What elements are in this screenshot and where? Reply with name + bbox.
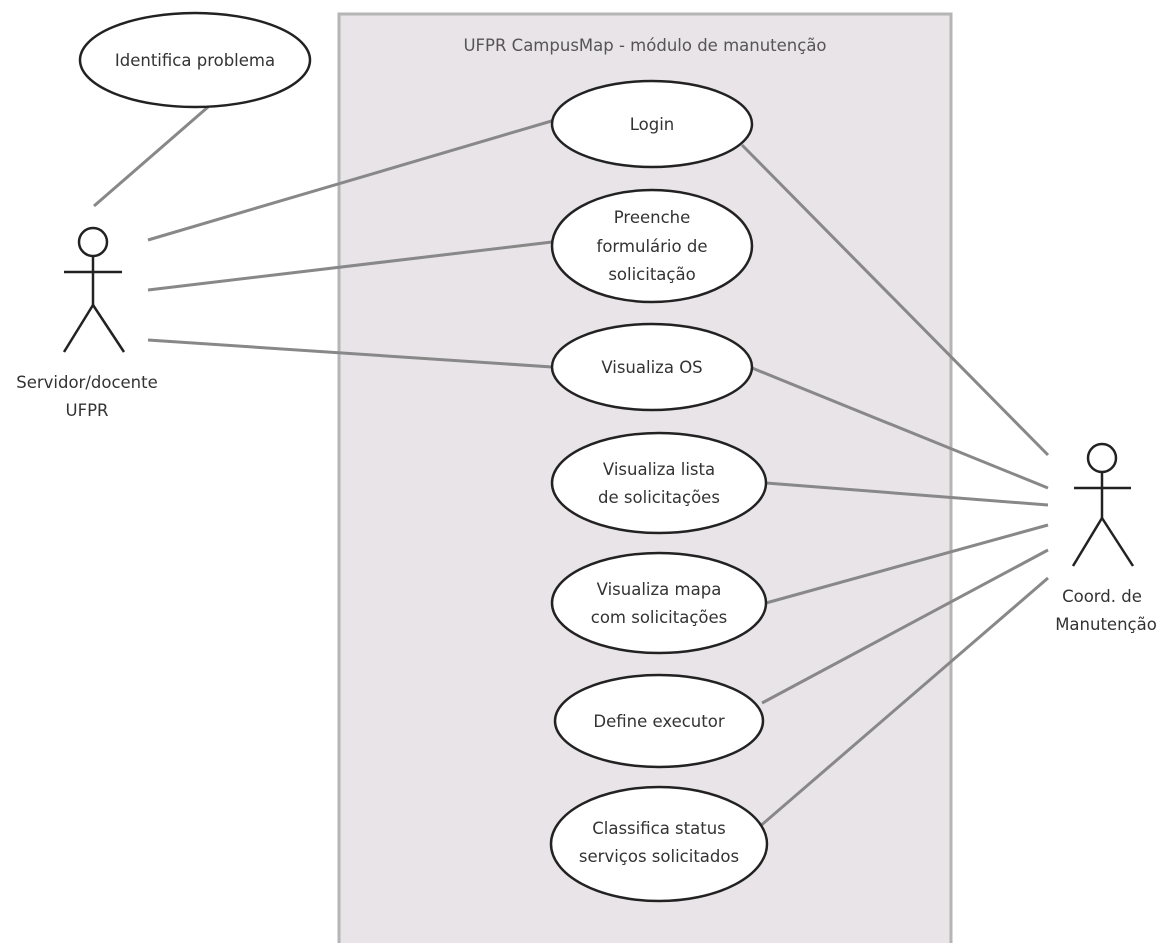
connector-servidor-visualiza-os [147, 338, 553, 369]
use-case-ellipse [550, 79, 754, 169]
connectors [93, 105, 1050, 830]
actor-coord-label-line1: Coord. de [1062, 587, 1142, 606]
use-case-label: Visualiza lista [603, 460, 715, 479]
use-case-visualiza-mapa: Visualiza mapa com solicitações [550, 551, 768, 655]
actor-head [77, 226, 109, 258]
use-case-preenche-formulario: Preenche formulário de solicitação [550, 188, 754, 304]
use-case-label: formulário de [597, 237, 708, 256]
connector-coord-visualiza-os [751, 366, 1049, 490]
use-case-login: Login [550, 79, 754, 169]
actor-head [1086, 442, 1118, 474]
use-case-ellipse [550, 431, 768, 535]
note-label: Identifica problema [115, 51, 275, 70]
note-identifica-problema: Identifica problema [78, 11, 312, 109]
actor-coord-label-line2: Manutenção [1055, 615, 1157, 634]
actor-right-leg [1100, 517, 1135, 567]
connector-coord-classifica [757, 576, 1049, 830]
connector-coord-visualiza-mapa [765, 523, 1049, 605]
use-case-label: Classifica status [592, 819, 726, 838]
use-case-ellipse [550, 322, 754, 412]
connector-note-servidor [93, 105, 209, 208]
connector-servidor-preenche [147, 240, 553, 292]
use-case-ellipse [553, 673, 765, 769]
system-title: UFPR CampusMap - módulo de manutenção [463, 36, 826, 55]
use-case-visualiza-lista: Visualiza lista de solicitações [550, 431, 768, 535]
connector-coord-login [740, 143, 1050, 457]
use-case-visualiza-os: Visualiza OS [550, 322, 754, 412]
connector-coord-visualiza-lista [765, 481, 1049, 507]
use-case-label: Visualiza OS [601, 358, 702, 377]
use-case-label: serviços solicitados [579, 847, 739, 866]
use-case-label: Preenche [614, 208, 691, 227]
note-ellipse [78, 11, 312, 109]
use-case-label: Define executor [593, 712, 724, 731]
actor-left-leg [1071, 517, 1104, 567]
use-case-ellipse [549, 785, 769, 903]
actor-right-leg [91, 304, 126, 353]
actor-servidor-label-line1: Servidor/docente [16, 373, 158, 392]
actor-servidor-label-line2: UFPR [66, 401, 109, 420]
actor-servidor [62, 226, 126, 353]
actor-coord [1071, 442, 1135, 567]
use-case-label: Login [630, 115, 675, 134]
connector-servidor-login [147, 118, 556, 242]
use-case-label: solicitação [608, 265, 695, 284]
use-case-ellipse [550, 188, 754, 304]
use-case-label: com solicitações [591, 608, 728, 627]
use-case-define-executor: Define executor [553, 673, 765, 769]
actor-left-leg [62, 304, 95, 353]
use-case-ellipse [550, 551, 768, 655]
use-case-label: de solicitações [598, 488, 720, 507]
connector-coord-define-executor [761, 548, 1049, 705]
use-case-classifica-status: Classifica status serviços solicitados [549, 785, 769, 903]
use-case-label: Visualiza mapa [597, 580, 722, 599]
